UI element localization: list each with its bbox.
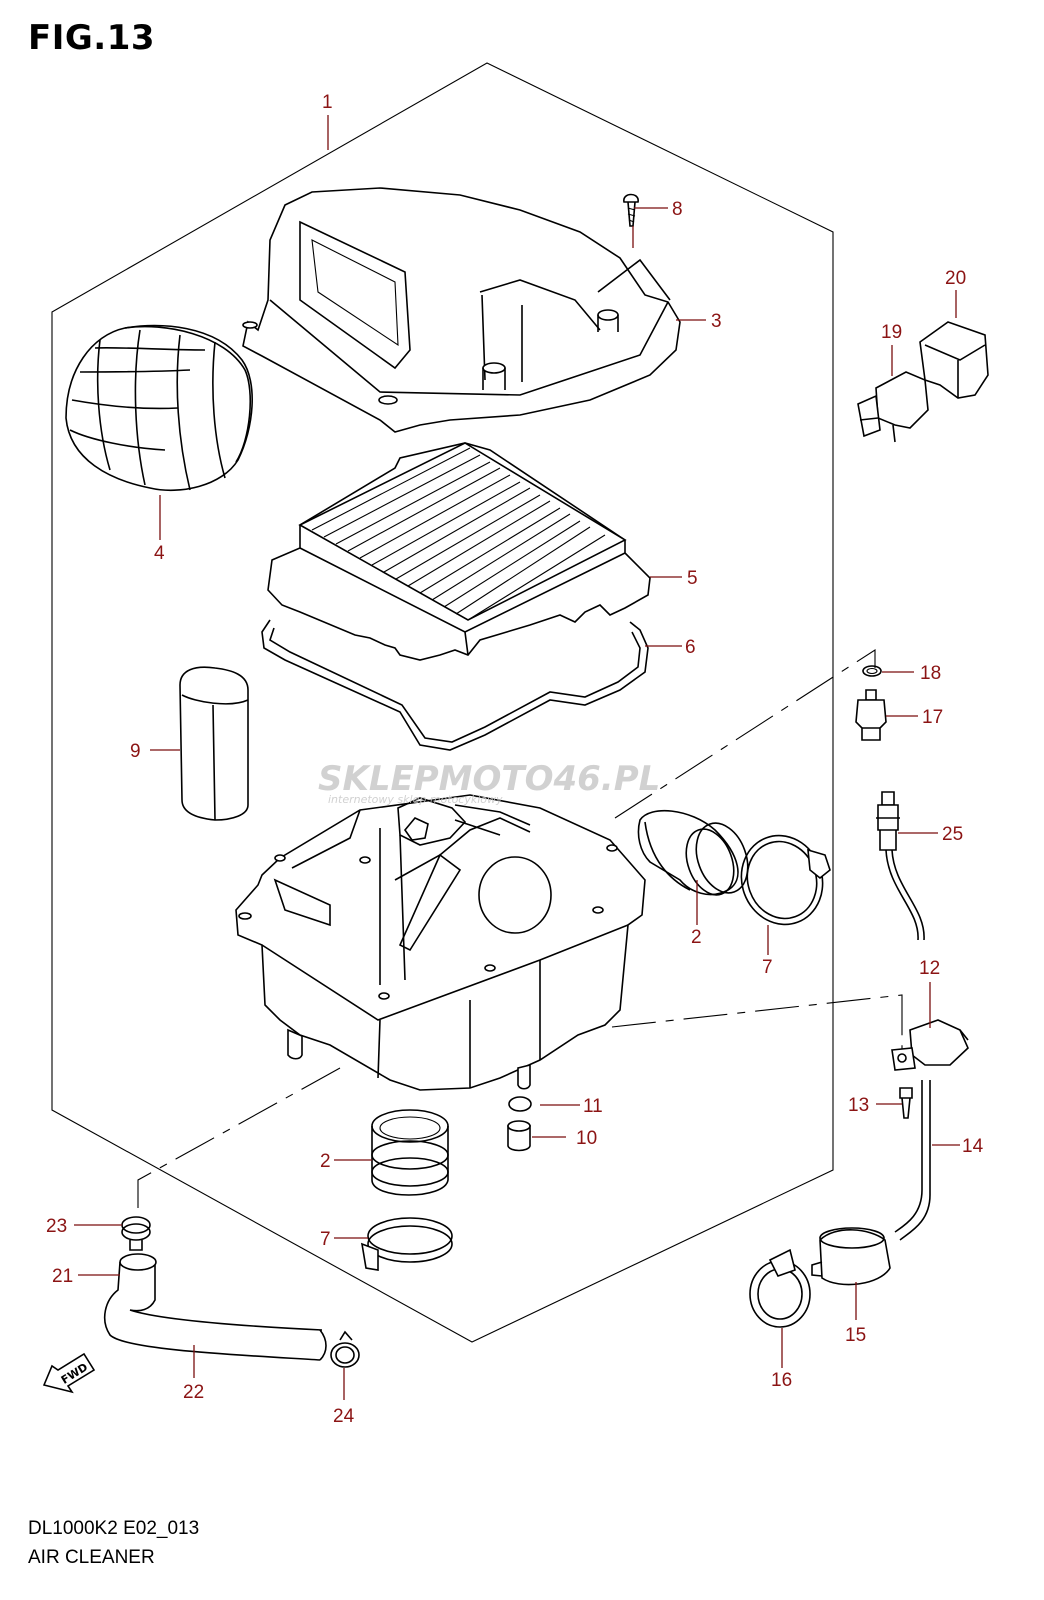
- callout-22: 22: [183, 1382, 204, 1403]
- lower-case-body: [235, 794, 646, 1091]
- sponge-block: [179, 666, 249, 821]
- watermark-tagline: internetowy sklep motocyklowy: [328, 793, 503, 806]
- callout-9: 9: [130, 741, 141, 762]
- clip-part-23: [121, 1216, 151, 1251]
- callout-5: 5: [687, 568, 698, 589]
- sensor-cover: [919, 321, 989, 399]
- callout-13: 13: [848, 1095, 869, 1116]
- callout-14: 14: [962, 1136, 984, 1157]
- callout-15: 15: [845, 1325, 866, 1346]
- intake-funnel-upper: [637, 809, 749, 896]
- callout-21: 21: [52, 1266, 73, 1287]
- callout-25: 25: [942, 824, 963, 845]
- callout-7-lower: 7: [320, 1229, 331, 1250]
- inline-sensor: [876, 791, 925, 941]
- callout-20: 20: [945, 268, 966, 289]
- drain-hose: [103, 1253, 327, 1361]
- callout-10: 10: [576, 1128, 597, 1149]
- model-code: DL1000K2 E02_013: [28, 1518, 200, 1539]
- callout-11: 11: [583, 1096, 603, 1117]
- temperature-sensor: [855, 689, 887, 741]
- figure-title: FIG.13: [28, 18, 156, 58]
- map-sensor: [857, 371, 929, 443]
- hose-clamp-upper: [740, 834, 831, 926]
- callout-4: 4: [154, 543, 165, 564]
- callout-6: 6: [685, 637, 696, 658]
- watermark-brand: SKLEPMOTO46.PL: [318, 759, 660, 799]
- watermark: SKLEPMOTO46.PL internetowy sklep motocyk…: [318, 759, 660, 806]
- callout-1: 1: [322, 92, 333, 113]
- callout-18: 18: [920, 663, 941, 684]
- callout-16: 16: [771, 1370, 792, 1391]
- vacuum-hose: [894, 1080, 931, 1241]
- callout-17: 17: [922, 707, 943, 728]
- spacer-part-10: [507, 1120, 531, 1152]
- cushion-part-11: [508, 1096, 532, 1112]
- callout-24: 24: [333, 1406, 355, 1427]
- clip-part-24: [330, 1330, 360, 1368]
- air-filter-element: [267, 442, 651, 661]
- callout-2-upper: 2: [691, 927, 702, 948]
- callout-8: 8: [672, 199, 683, 220]
- callout-numbers: 1 8 3 20 19 4 5 6 18 17 9 25 2 7 12 11 1…: [46, 92, 984, 1427]
- hose-clamp-lower: [360, 1217, 453, 1271]
- callout-23: 23: [46, 1216, 67, 1237]
- fwd-arrow: FWD: [42, 1352, 96, 1394]
- screw-part-8: [623, 193, 639, 227]
- callout-7-upper: 7: [762, 957, 773, 978]
- callout-2-lower: 2: [320, 1151, 331, 1172]
- callout-12: 12: [919, 958, 940, 979]
- callout-19: 19: [881, 322, 902, 343]
- bracket-sensor: [891, 1019, 969, 1071]
- alignment-lines: [137, 648, 903, 1208]
- upper-case-cover: [242, 187, 681, 433]
- assembly-boundary: [51, 62, 834, 1343]
- section-name: AIR CLEANER: [28, 1547, 155, 1568]
- bolt-part-13: [899, 1087, 913, 1119]
- holder-clamp: [749, 1248, 811, 1328]
- filter-seal: [261, 619, 649, 751]
- intake-funnel-lower: [371, 1109, 449, 1196]
- o-ring-part-18: [862, 665, 882, 677]
- callout-3: 3: [711, 311, 722, 332]
- net-cage: [65, 324, 253, 492]
- leader-lines: [74, 115, 960, 1400]
- canister-filter: [811, 1227, 891, 1286]
